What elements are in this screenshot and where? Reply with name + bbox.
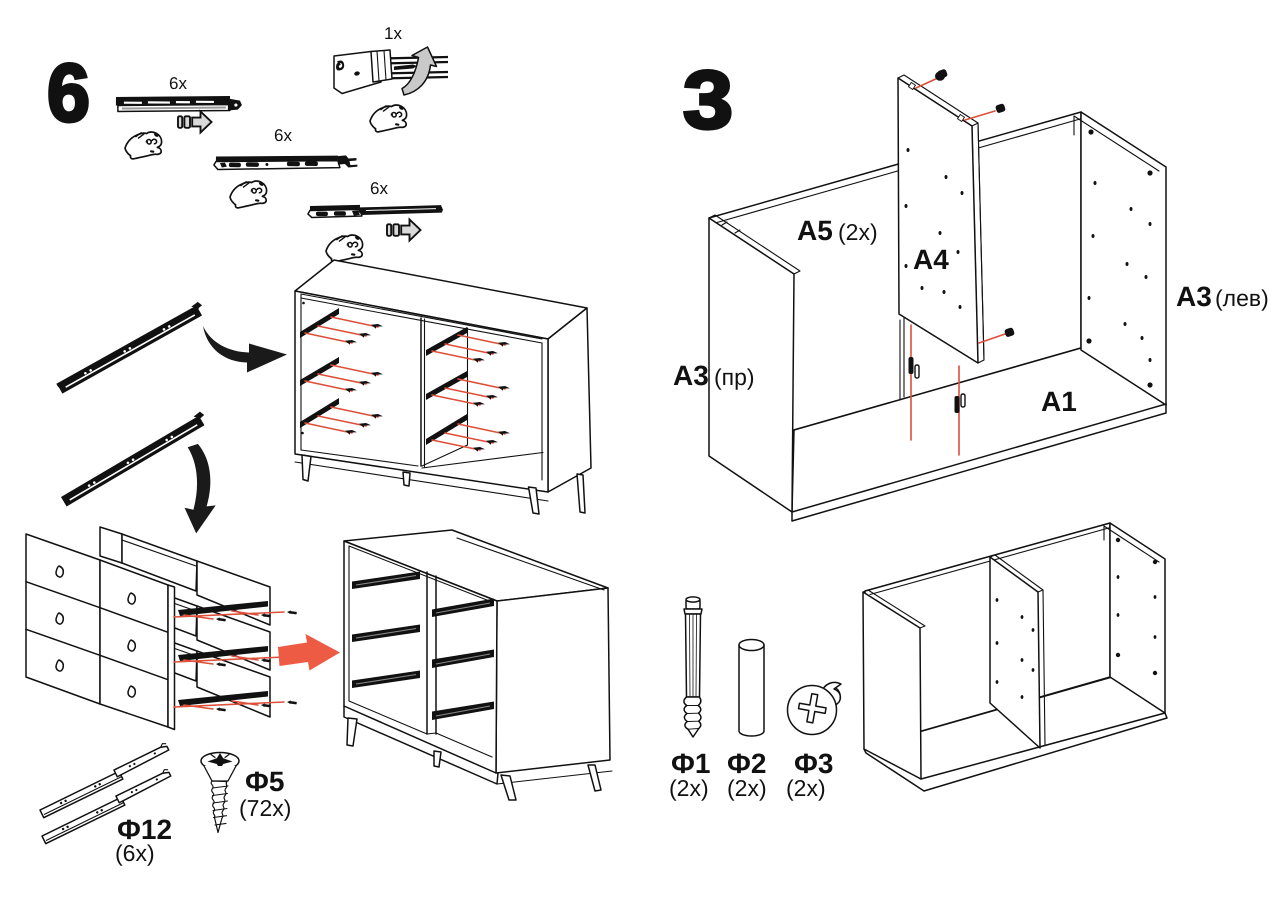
svg-text:(пр): (пр) xyxy=(714,364,755,390)
svg-text:Ф5: Ф5 xyxy=(245,766,284,797)
svg-text:(6x): (6x) xyxy=(115,840,155,866)
svg-text:A3: A3 xyxy=(1176,281,1212,312)
svg-text:6x: 6x xyxy=(370,179,388,198)
svg-text:(2x): (2x) xyxy=(727,775,767,801)
svg-text:A5: A5 xyxy=(797,215,833,246)
svg-text:Ф2: Ф2 xyxy=(727,748,766,779)
svg-text:Ф1: Ф1 xyxy=(671,748,710,779)
svg-text:(2x): (2x) xyxy=(669,775,709,801)
svg-text:(2x): (2x) xyxy=(838,219,878,245)
svg-text:A4: A4 xyxy=(913,244,949,275)
svg-text:6: 6 xyxy=(47,48,90,139)
svg-text:(72x): (72x) xyxy=(239,795,291,821)
svg-text:(лев): (лев) xyxy=(1215,285,1269,311)
svg-text:A1: A1 xyxy=(1041,386,1077,417)
svg-text:6x: 6x xyxy=(274,126,292,145)
svg-text:Ф12: Ф12 xyxy=(117,814,172,845)
svg-text:Ф3: Ф3 xyxy=(794,748,833,779)
svg-text:A3: A3 xyxy=(673,360,709,391)
svg-text:1x: 1x xyxy=(384,24,402,43)
svg-text:6x: 6x xyxy=(169,74,187,93)
svg-text:3: 3 xyxy=(683,55,733,146)
svg-text:(2x): (2x) xyxy=(786,775,826,801)
